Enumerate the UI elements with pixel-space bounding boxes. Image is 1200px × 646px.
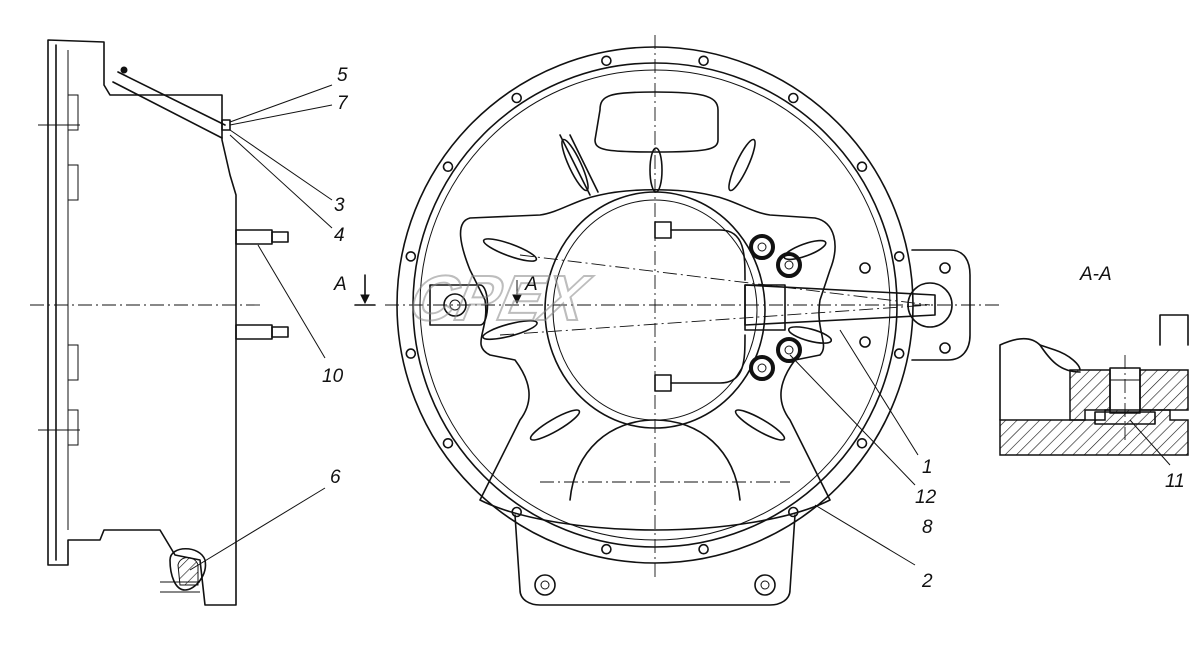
ribs [482, 134, 833, 441]
callout-11: 11 [1165, 471, 1185, 492]
flange-bolt-hole [698, 55, 709, 67]
flange-boss-3 [67, 344, 79, 381]
pipe-lower [112, 81, 223, 139]
section-right-hatch [1139, 369, 1189, 411]
callout-labels: 5 7 3 4 10 6 1 12 8 2 11 A A A-A [322, 65, 1185, 592]
lower-arch [569, 419, 741, 501]
section-title: A-A [1079, 264, 1112, 285]
foot-hole-right [754, 574, 776, 596]
housing-side-outline [47, 39, 237, 606]
top-inspection-window [594, 91, 719, 153]
callout-1: 1 [922, 457, 933, 478]
stud-lower [235, 324, 289, 340]
watermark-text: CPEX [404, 262, 597, 334]
pipe-end-fitting [120, 66, 128, 74]
flange-bolt-hole [442, 437, 454, 449]
bell-housing-inner [459, 188, 836, 531]
section-marker-right: A [524, 274, 538, 295]
flange-bolt-hole [893, 348, 905, 359]
flange-bolt-hole [856, 437, 868, 449]
right-lug [911, 249, 971, 361]
seal-detail [160, 547, 207, 593]
pipe-fitting-bottom [654, 374, 672, 392]
callout-12: 12 [915, 487, 937, 508]
section-outline-right [1159, 314, 1189, 346]
flange-bolt-hole [405, 251, 417, 262]
mounting-foot [514, 514, 796, 606]
callout-2: 2 [921, 571, 933, 592]
callout-10: 10 [322, 366, 344, 387]
flange-bolt-hole [698, 543, 709, 555]
callout-7: 7 [337, 93, 349, 114]
callout-3: 3 [334, 195, 345, 216]
flange-bolt-holes [405, 55, 905, 555]
flange-bolt-hole [442, 161, 454, 172]
section-a-a-view [999, 314, 1189, 456]
section-marker-left: A [333, 274, 347, 295]
callout-6: 6 [330, 467, 341, 488]
flange-bolt-hole [405, 348, 417, 359]
leader-lines [189, 84, 1171, 571]
section-lower-hatch [999, 409, 1189, 456]
foot-hole-left [534, 574, 556, 596]
side-view [30, 39, 289, 606]
flange-bolt-hole [601, 55, 612, 67]
callout-5: 5 [337, 65, 348, 86]
pipe-fitting-top [654, 221, 672, 239]
section-marks [354, 274, 522, 306]
flange-bolt-hole [787, 92, 799, 104]
stud-upper [235, 229, 289, 245]
callout-4: 4 [334, 225, 345, 246]
callout-8: 8 [922, 517, 933, 538]
flange-bolt-hole [893, 251, 905, 262]
flange-bolt-hole [856, 161, 868, 172]
clutch-bolts [749, 234, 802, 381]
flange-boss-2 [67, 164, 79, 201]
pipe-upper [117, 71, 226, 126]
flange-boss-1 [67, 94, 79, 131]
section-outline-left [999, 337, 1081, 421]
flange-bolt-hole [601, 543, 612, 555]
front-view [354, 35, 1000, 606]
flange-boss-4 [67, 409, 79, 446]
flange-bolt-hole [511, 92, 523, 104]
left-boss [429, 284, 489, 326]
right-lug-bore [907, 282, 953, 328]
